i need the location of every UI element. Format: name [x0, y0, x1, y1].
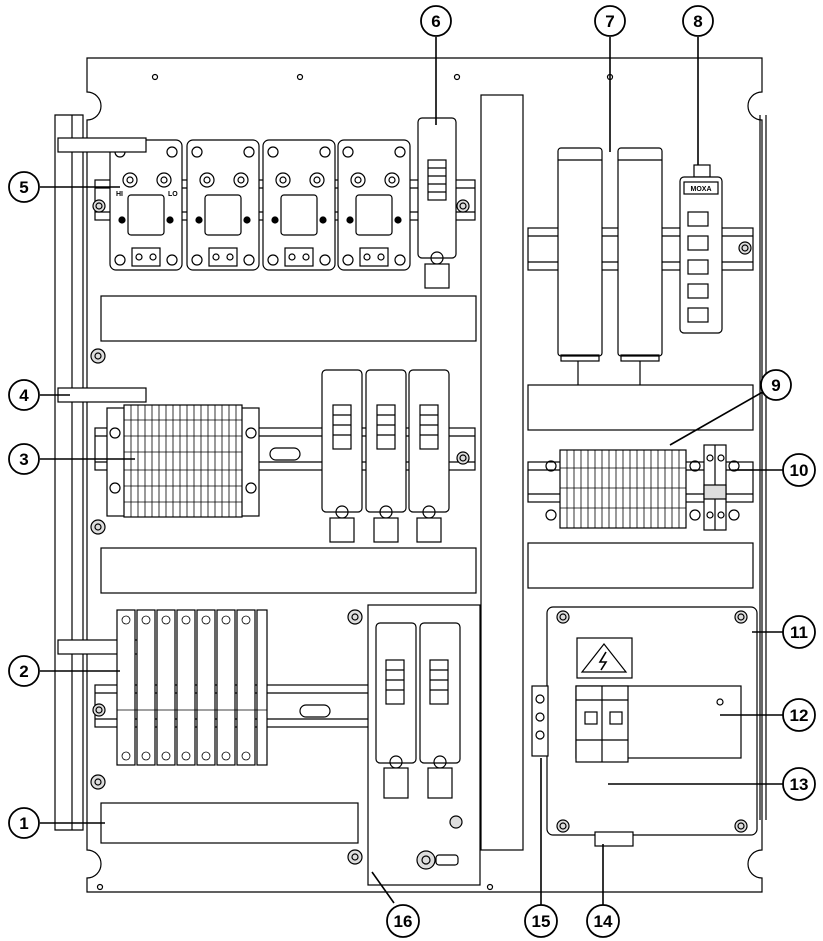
- duct-left-2: [100, 547, 477, 594]
- callout: 4: [8, 379, 40, 411]
- callout-label: 7: [605, 12, 614, 31]
- duct-left-1: [100, 295, 477, 342]
- power-supply: [617, 147, 663, 385]
- callout: 15: [524, 904, 558, 938]
- terminal-block-array: [106, 404, 260, 518]
- callout: 11: [782, 615, 816, 649]
- callout: 2: [8, 655, 40, 687]
- callout-label: 9: [771, 376, 780, 395]
- io-module: [365, 369, 407, 543]
- callout-label: 16: [394, 912, 413, 931]
- callout-label: 15: [532, 912, 551, 931]
- duct-right-2: [527, 542, 754, 589]
- callout: 10: [782, 453, 816, 487]
- callout-label: 5: [19, 178, 28, 197]
- io-module: [321, 369, 363, 543]
- circuit-breaker: [575, 685, 742, 763]
- callout-label: 2: [19, 662, 28, 681]
- lo-label: LO: [168, 191, 178, 198]
- callout: 9: [760, 369, 792, 401]
- cable-gland-bottom: [594, 831, 634, 847]
- current-module: [186, 139, 260, 271]
- callout: 13: [782, 767, 816, 801]
- high-voltage-warning-icon: [576, 637, 633, 679]
- cable-duct-center: [480, 94, 524, 851]
- callout-label: 14: [594, 912, 613, 931]
- hi-label: HI: [116, 191, 123, 198]
- ethernet-switch: MOXA: [679, 164, 723, 334]
- duct-left-3: [100, 802, 359, 844]
- earth-terminals: [703, 444, 740, 531]
- io-module-top: [417, 117, 457, 289]
- io-module: [419, 622, 461, 799]
- callout: 12: [782, 698, 816, 732]
- leader-lines: [40, 37, 783, 905]
- fuse-terminals: [116, 609, 268, 766]
- callout-label: 6: [431, 12, 440, 31]
- moxa-logo-label: MOXA: [691, 186, 712, 193]
- callout: 6: [420, 5, 452, 37]
- callout: 1: [8, 807, 40, 839]
- duct-right-1: [527, 384, 754, 431]
- callout: 5: [8, 171, 40, 203]
- power-supply: [557, 147, 603, 385]
- callout: 8: [682, 5, 714, 37]
- terminal-strip-right: [545, 449, 701, 529]
- callout: 14: [586, 904, 620, 938]
- current-module: HI LO: [109, 139, 183, 271]
- callout-label: 10: [790, 461, 809, 480]
- earth-terminal-stack: [531, 685, 549, 757]
- callout-label: 4: [19, 386, 29, 405]
- callout-label: 8: [693, 12, 702, 31]
- callout: 3: [8, 443, 40, 475]
- io-module: [408, 369, 450, 543]
- callout: 16: [386, 904, 420, 938]
- callout-label: 12: [790, 706, 809, 725]
- current-module: [337, 139, 411, 271]
- callout-label: 11: [790, 623, 808, 642]
- callout-label: 3: [19, 450, 28, 469]
- current-module: [262, 139, 336, 271]
- io-module: [375, 622, 417, 799]
- callout-label: 1: [19, 814, 28, 833]
- callout-label: 13: [790, 775, 809, 794]
- callout: 7: [594, 5, 626, 37]
